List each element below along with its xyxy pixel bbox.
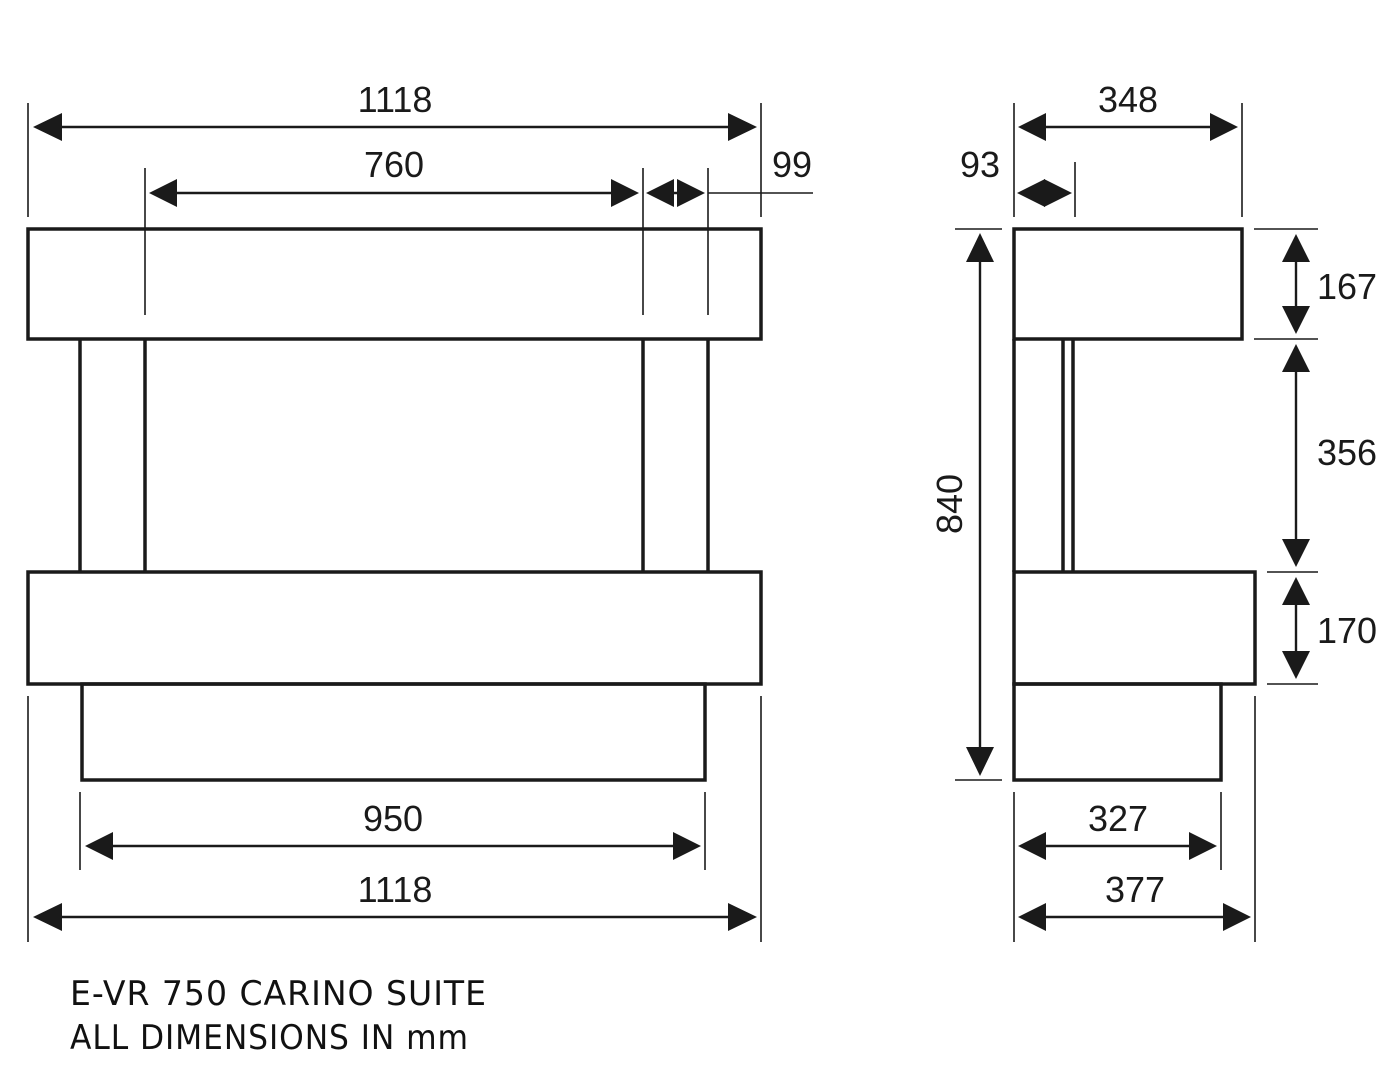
arrow-right-icon [728,903,757,931]
arrow-left-icon [646,179,674,207]
dim-side-total-height [966,233,994,776]
arrow-right-icon [611,179,639,207]
arrow-right-icon [728,113,757,141]
arrow-left-icon [1018,832,1046,860]
front-hearth-beam [26,570,763,686]
dim-front-base-width [85,832,701,860]
dim-side-opening-height [1282,344,1310,567]
side-mantel-beam [1012,227,1244,341]
front-mantel-beam [26,227,763,341]
label-overall-bottom: 1118 [358,869,433,910]
side-view [1012,227,1257,782]
arrow-up-icon [1282,234,1310,262]
arrow-left-icon [85,832,113,860]
front-view [26,227,763,782]
arrow-down-icon [1282,306,1310,334]
label-plinth-depth: 327 [1088,798,1148,839]
arrow-up-icon [1282,577,1310,605]
dim-side-leg-depth [1017,179,1072,207]
label-mantel-height: 167 [1317,266,1377,307]
dim-side-hearth-depth [1018,903,1251,931]
label-leg-depth: 93 [960,144,1000,185]
dim-front-overall-top [33,113,757,141]
dim-front-leg-width [646,179,705,207]
front-extension-lines [27,103,813,942]
label-depth-top: 348 [1098,79,1158,120]
dim-side-mantel-height [1282,234,1310,334]
arrow-right-icon [677,179,705,207]
dim-side-depth-top [1018,113,1238,141]
label-hearth-depth: 377 [1105,869,1165,910]
arrow-right-icon [1210,113,1238,141]
arrow-left-icon [1018,903,1046,931]
arrow-left-icon [33,113,62,141]
caption-title: E-VR 750 CARINO SUITE [70,974,487,1014]
label-inner-width: 760 [364,144,424,185]
label-overall-top: 1118 [358,79,433,120]
side-extension-lines [955,103,1318,942]
arrow-up-icon [1282,344,1310,372]
side-plinth [1012,682,1223,782]
dim-side-plinth-depth [1018,832,1217,860]
dim-front-overall-bottom [33,903,757,931]
arrow-right-icon [673,832,701,860]
dim-side-hearth-height [1282,577,1310,679]
arrow-right-icon [1044,179,1072,207]
side-hearth-beam [1012,570,1257,686]
arrow-down-icon [1282,539,1310,567]
arrow-left-icon [33,903,62,931]
arrow-left-icon [1018,113,1046,141]
arrow-left-icon [1017,179,1045,207]
arrow-up-icon [966,233,994,262]
arrow-right-icon [1223,903,1251,931]
arrow-left-icon [149,179,177,207]
label-base-width: 950 [363,798,423,839]
caption-units: ALL DIMENSIONS IN mm [70,1018,469,1058]
caption: E-VR 750 CARINO SUITE ALL DIMENSIONS IN … [70,974,487,1058]
label-total-height: 840 [929,474,970,534]
label-opening-height: 356 [1317,432,1377,473]
dim-front-inner-width [149,179,639,207]
label-hearth-height: 170 [1317,610,1377,651]
arrow-down-icon [1282,651,1310,679]
label-leg-width: 99 [772,144,812,185]
arrow-down-icon [966,747,994,776]
front-plinth [80,682,707,782]
arrow-right-icon [1189,832,1217,860]
